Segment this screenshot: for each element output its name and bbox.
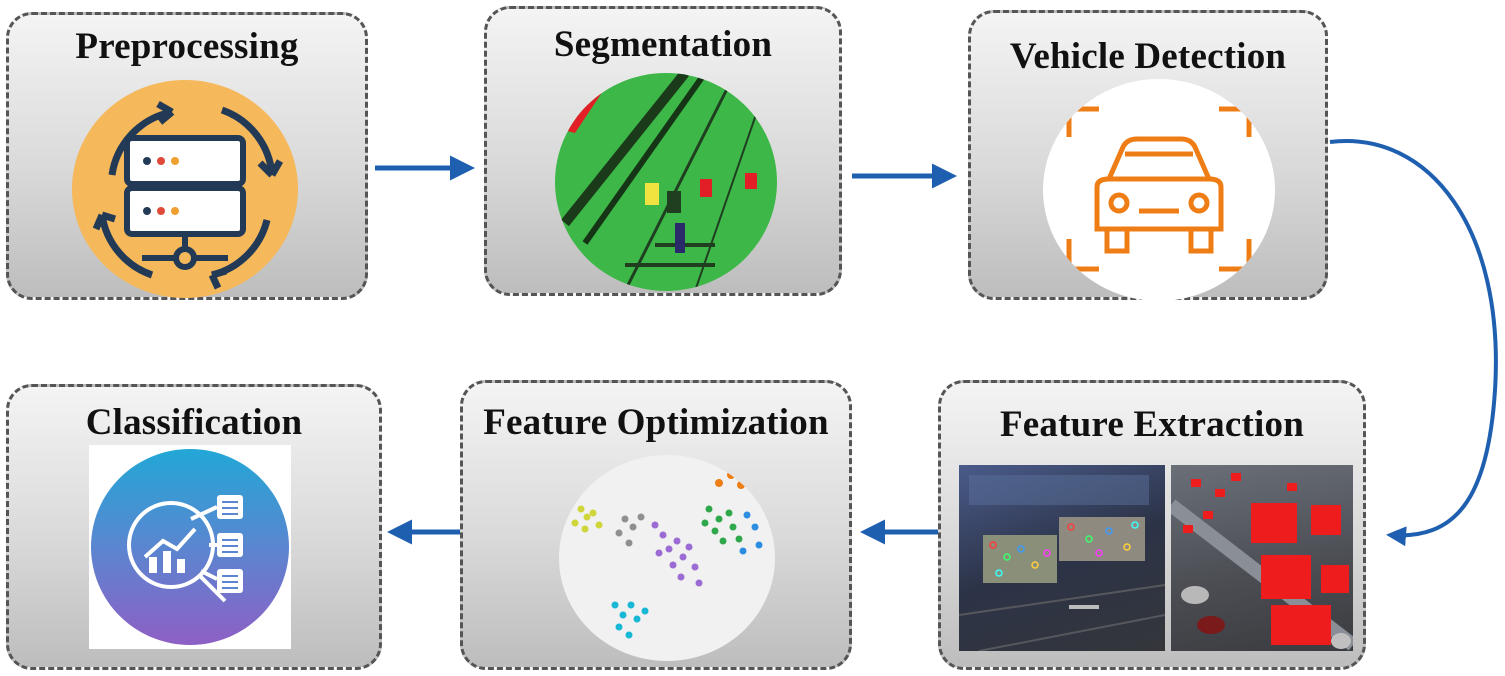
classification-icon	[91, 449, 289, 645]
stage-title: Feature Optimization	[483, 402, 829, 443]
stage-title: Preprocessing	[75, 26, 299, 67]
stage-title: Vehicle Detection	[1009, 36, 1287, 77]
stage-segmentation: Segmentation	[484, 6, 842, 296]
stage-title: Segmentation	[553, 24, 773, 65]
stage-vehicle-detection: Vehicle Detection	[968, 10, 1328, 301]
stage-preprocessing: Preprocessing	[6, 12, 368, 300]
classification-panel	[89, 445, 291, 649]
segmentation-image	[555, 73, 777, 291]
preprocessing-icon	[72, 80, 298, 298]
stage-classification: Classification	[6, 384, 382, 670]
stage-feature-optimization: Feature Optimization	[460, 380, 852, 670]
feature-extraction-image-left	[959, 465, 1165, 651]
feature-optimization-scatter	[559, 455, 775, 661]
arrow-detection-to-extraction	[1329, 139, 1498, 547]
feature-extraction-image-right	[1171, 465, 1353, 651]
stage-title: Feature Extraction	[1000, 404, 1304, 445]
stage-title: Classification	[85, 402, 303, 443]
stage-feature-extraction: Feature Extraction	[938, 380, 1366, 670]
vehicle-detection-icon	[1043, 79, 1275, 301]
